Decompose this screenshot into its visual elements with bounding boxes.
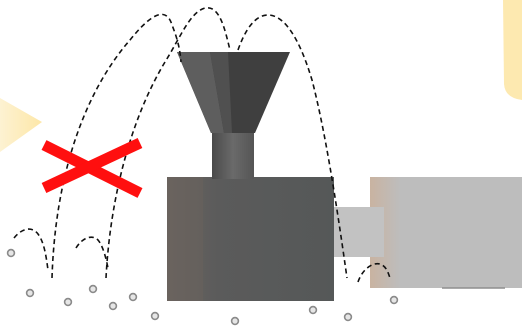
pellet [108, 301, 118, 311]
pellet [88, 284, 98, 294]
pellet [63, 297, 73, 307]
trajectory-arc-3 [237, 14, 348, 279]
red-cross-mark [41, 138, 143, 198]
machine-body-front-panel [167, 177, 203, 301]
pellet [389, 295, 399, 305]
pellet [230, 316, 240, 326]
trajectory-small-mid [75, 236, 109, 269]
pellet [128, 292, 138, 302]
pellet [6, 248, 16, 258]
trajectory-arc-1 [51, 13, 182, 279]
trajectory-small-left [13, 228, 49, 271]
pellet [150, 311, 160, 321]
trajectory-arc-2 [105, 7, 231, 279]
hopper-funnel-mid-face [210, 52, 232, 133]
machine-shaft [333, 207, 384, 257]
pellet [25, 288, 35, 298]
hopper-neck [212, 132, 254, 179]
callout-shape-left [0, 98, 42, 152]
pellets [6, 248, 399, 326]
machine-right-housing [370, 177, 522, 288]
hopper-funnel-left-face [177, 52, 224, 133]
callout-shape-right [503, 0, 522, 100]
pellet [343, 312, 353, 322]
pellet [308, 305, 318, 315]
trajectory-small-right [357, 262, 391, 283]
